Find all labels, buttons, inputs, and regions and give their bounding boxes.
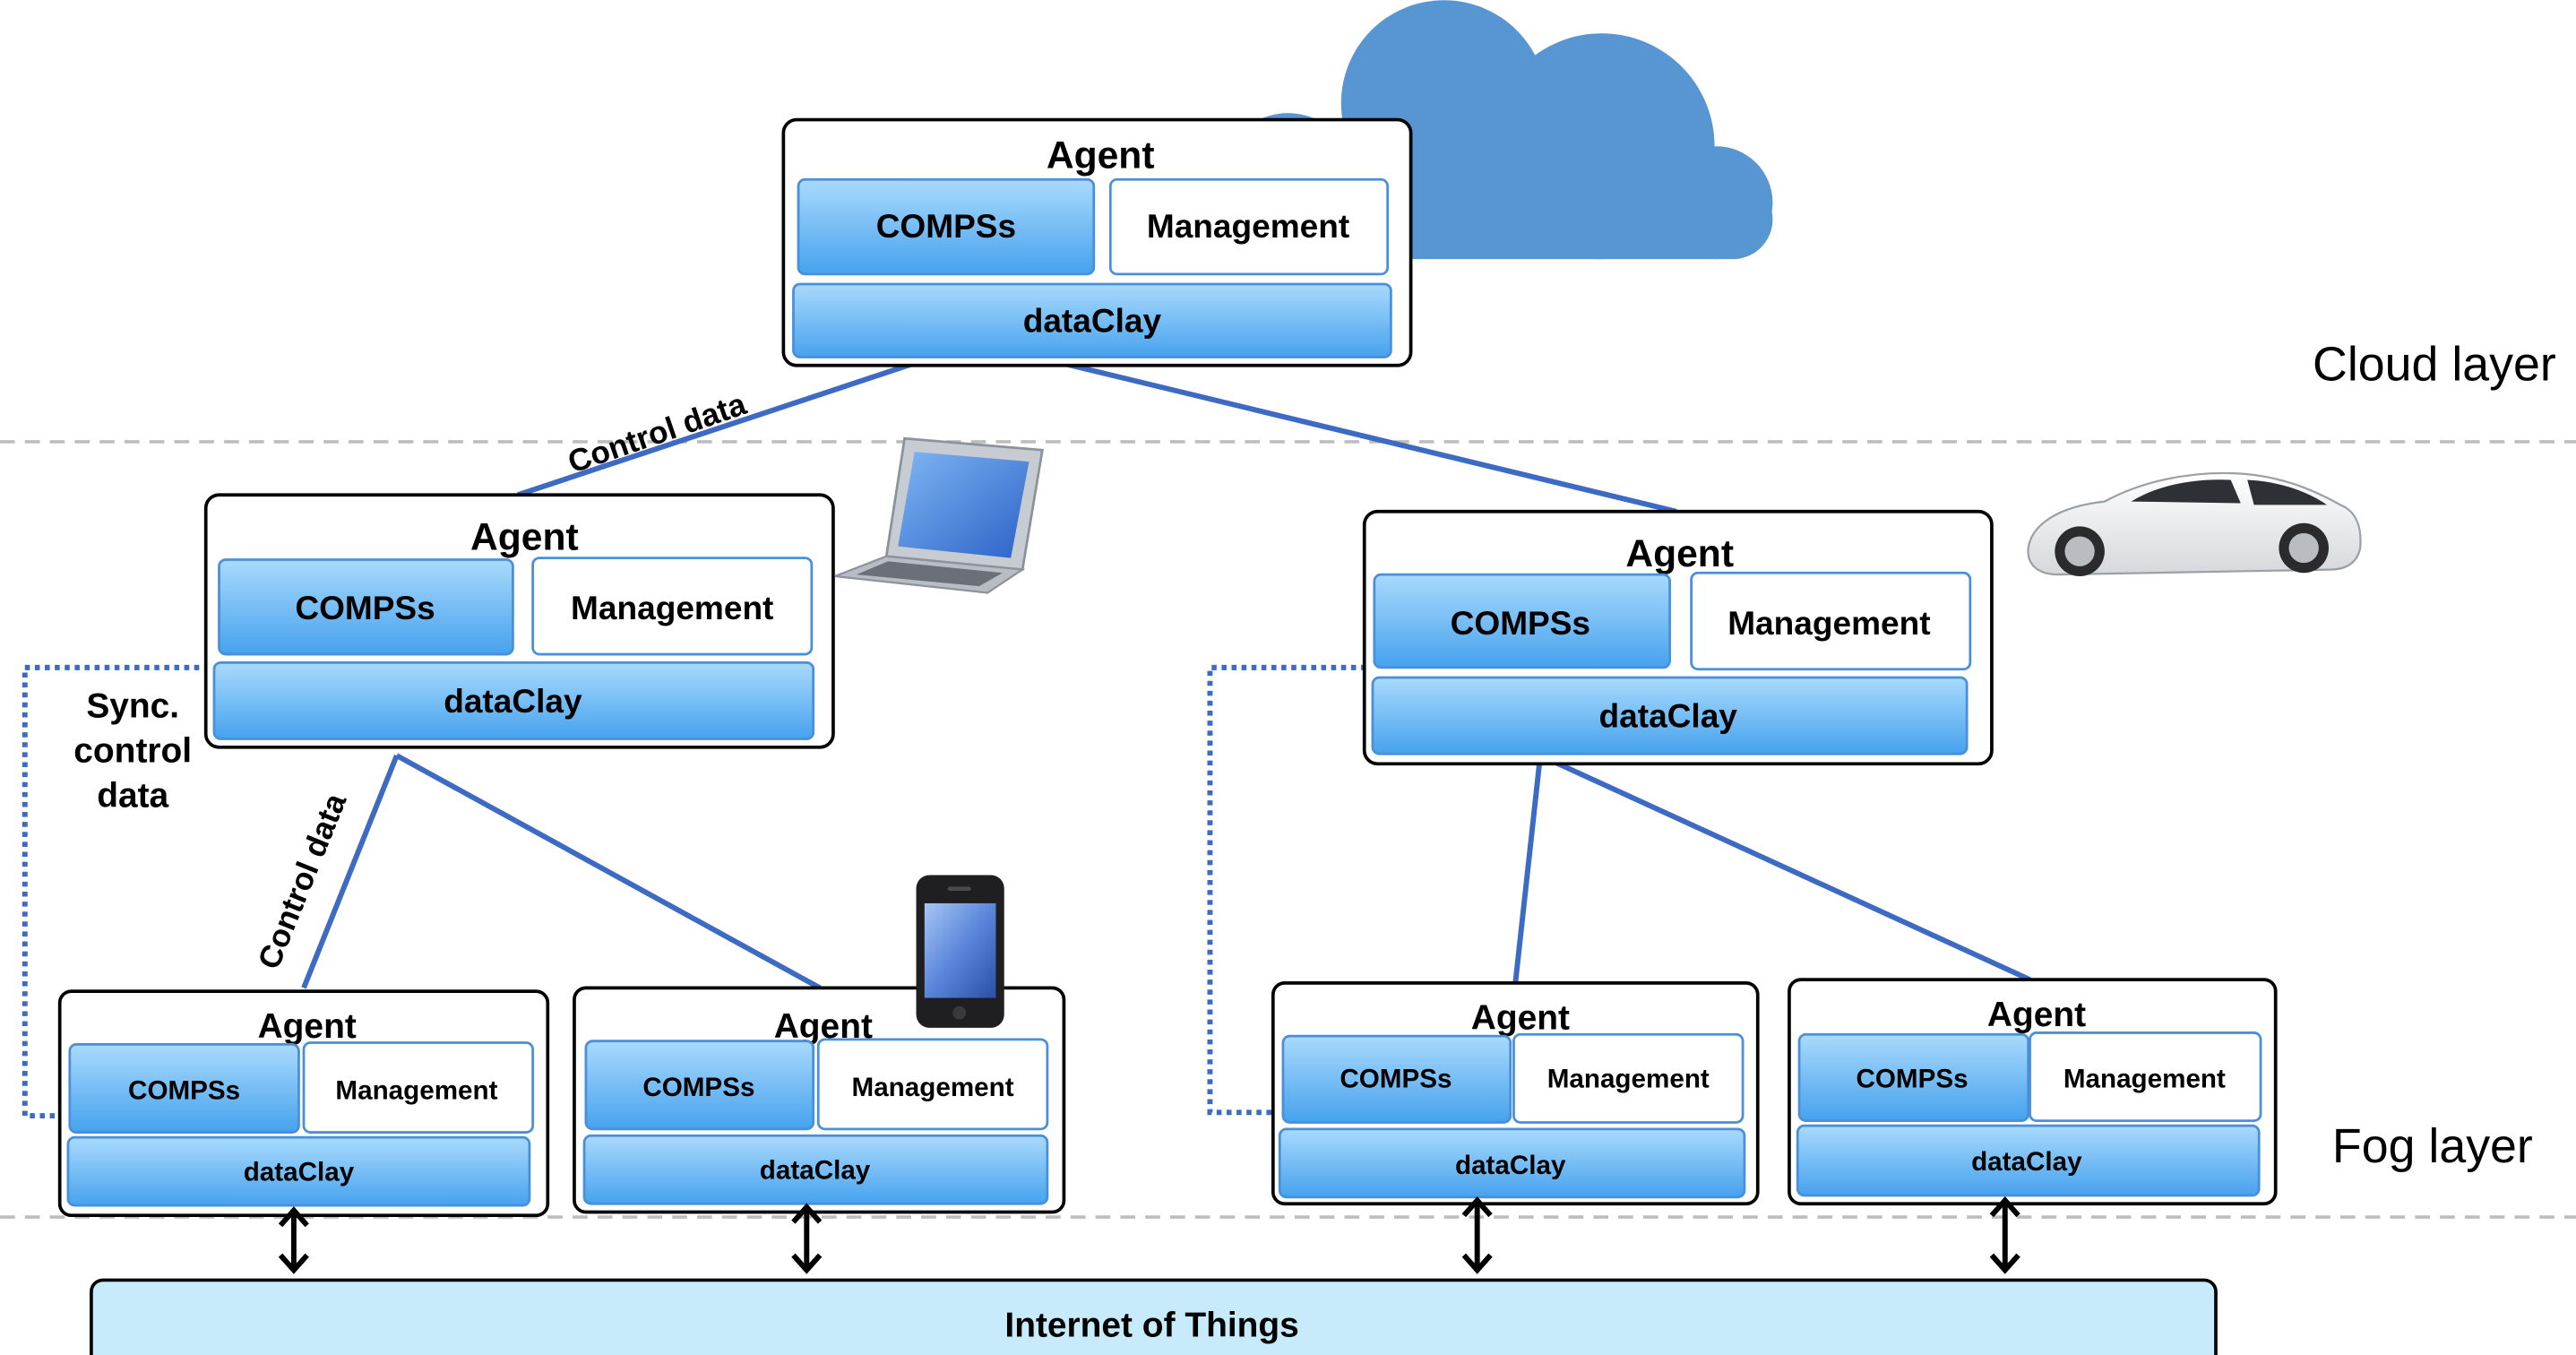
management-label: Management [852, 1073, 1014, 1102]
compss-block [1373, 573, 1671, 669]
link-car-fog3 [1512, 755, 1544, 984]
agent-title: Agent [1047, 134, 1155, 177]
dataclay-label: dataClay [1023, 302, 1162, 340]
management-block [1690, 571, 1972, 671]
sync-label-line1: Sync. [86, 686, 179, 725]
management-block [1512, 1032, 1745, 1124]
sync-links [22, 664, 1407, 1119]
link-car-fog4 [1538, 753, 2031, 982]
agent-cloud: Agent COMPSs Management dataClay [781, 117, 1413, 367]
management-block [816, 1038, 1049, 1131]
sync-link-right [1207, 664, 1407, 1116]
link-laptop-fog2 [395, 753, 822, 991]
double-arrow-icon [1461, 1196, 1493, 1274]
dataclay-label: dataClay [1971, 1147, 2082, 1177]
agent-title: Agent [258, 1007, 357, 1046]
link-cloud-laptop [517, 359, 919, 498]
double-arrow-icon [278, 1206, 309, 1274]
smartphone-icon [916, 875, 1004, 1028]
double-arrow-icon [791, 1203, 823, 1274]
agent-title: Agent [1625, 532, 1734, 575]
control-data-label-top: Control data [564, 386, 751, 479]
compss-block [1797, 1032, 2030, 1122]
fog-layer-label: Fog layer [2332, 1119, 2533, 1173]
double-arrow-icon [1989, 1196, 2020, 1274]
compss-block [797, 177, 1096, 276]
sync-label-line2: control [73, 731, 192, 770]
link-cloud-car [1056, 359, 1677, 514]
control-data-label-left: Control data [252, 789, 354, 974]
management-label: Management [2063, 1065, 2226, 1094]
dataclay-block [1371, 676, 1969, 755]
management-label: Management [1147, 207, 1349, 245]
management-block [2029, 1031, 2262, 1122]
dataclay-label: dataClay [244, 1157, 355, 1187]
dataclay-label: dataClay [760, 1155, 871, 1185]
dataclay-block [582, 1134, 1049, 1205]
link-laptop-fog1 [301, 754, 400, 989]
dataclay-block [792, 282, 1392, 358]
compss-block [218, 558, 514, 656]
agent-title: Agent [1987, 996, 2086, 1034]
agent-laptop: Agent COMPSs Management dataClay [203, 493, 835, 749]
compss-block [68, 1043, 300, 1134]
sync-label-line3: data [97, 776, 168, 815]
iot-arrows [278, 1196, 2020, 1274]
compss-label: COMPSs [1451, 604, 1590, 642]
agent-fog-3: Agent COMPSs Management dataClay [1271, 980, 1760, 1206]
dataclay-block [66, 1135, 531, 1207]
agent-fog-1: Agent COMPSs Management dataClay [57, 989, 550, 1218]
dataclay-label: dataClay [1455, 1151, 1566, 1180]
compss-label: COMPSs [295, 589, 435, 626]
management-label: Management [1547, 1065, 1710, 1094]
agent-car: Agent COMPSs Management dataClay [1362, 509, 1994, 766]
management-label: Management [1727, 604, 1930, 642]
agent-title: Agent [470, 515, 579, 558]
agent-title: Agent [1471, 999, 1570, 1038]
compss-label: COMPSs [1340, 1065, 1452, 1094]
management-block [1108, 177, 1390, 276]
agent-fog-2: Agent COMPSs Management dataClay [573, 986, 1066, 1214]
compss-label: COMPSs [642, 1073, 754, 1102]
dataclay-block [1796, 1124, 2261, 1197]
sync-link-left [22, 664, 210, 1119]
agent-fog-4: Agent COMPSs Management dataClay [1788, 978, 2278, 1206]
dataclay-block [212, 660, 815, 740]
management-label: Management [571, 589, 773, 626]
dataclay-label: dataClay [1599, 697, 1738, 735]
compss-label: COMPSs [128, 1076, 240, 1106]
control-links [301, 359, 2031, 991]
dataclay-block [1278, 1127, 1746, 1199]
compss-block [584, 1040, 815, 1131]
management-label: Management [335, 1076, 497, 1106]
management-block [531, 557, 814, 656]
compss-block [1281, 1034, 1512, 1124]
compss-label: COMPSs [1856, 1065, 1968, 1094]
car-icon [2027, 471, 2362, 577]
iot-bar: Internet of Things [90, 1278, 2218, 1355]
iot-label: Internet of Things [1004, 1306, 1298, 1344]
cloud-layer-label: Cloud layer [2313, 337, 2556, 391]
laptop-icon [834, 436, 1044, 594]
compss-label: COMPSs [876, 207, 1016, 245]
management-block [302, 1041, 535, 1134]
dataclay-label: dataClay [444, 682, 582, 720]
